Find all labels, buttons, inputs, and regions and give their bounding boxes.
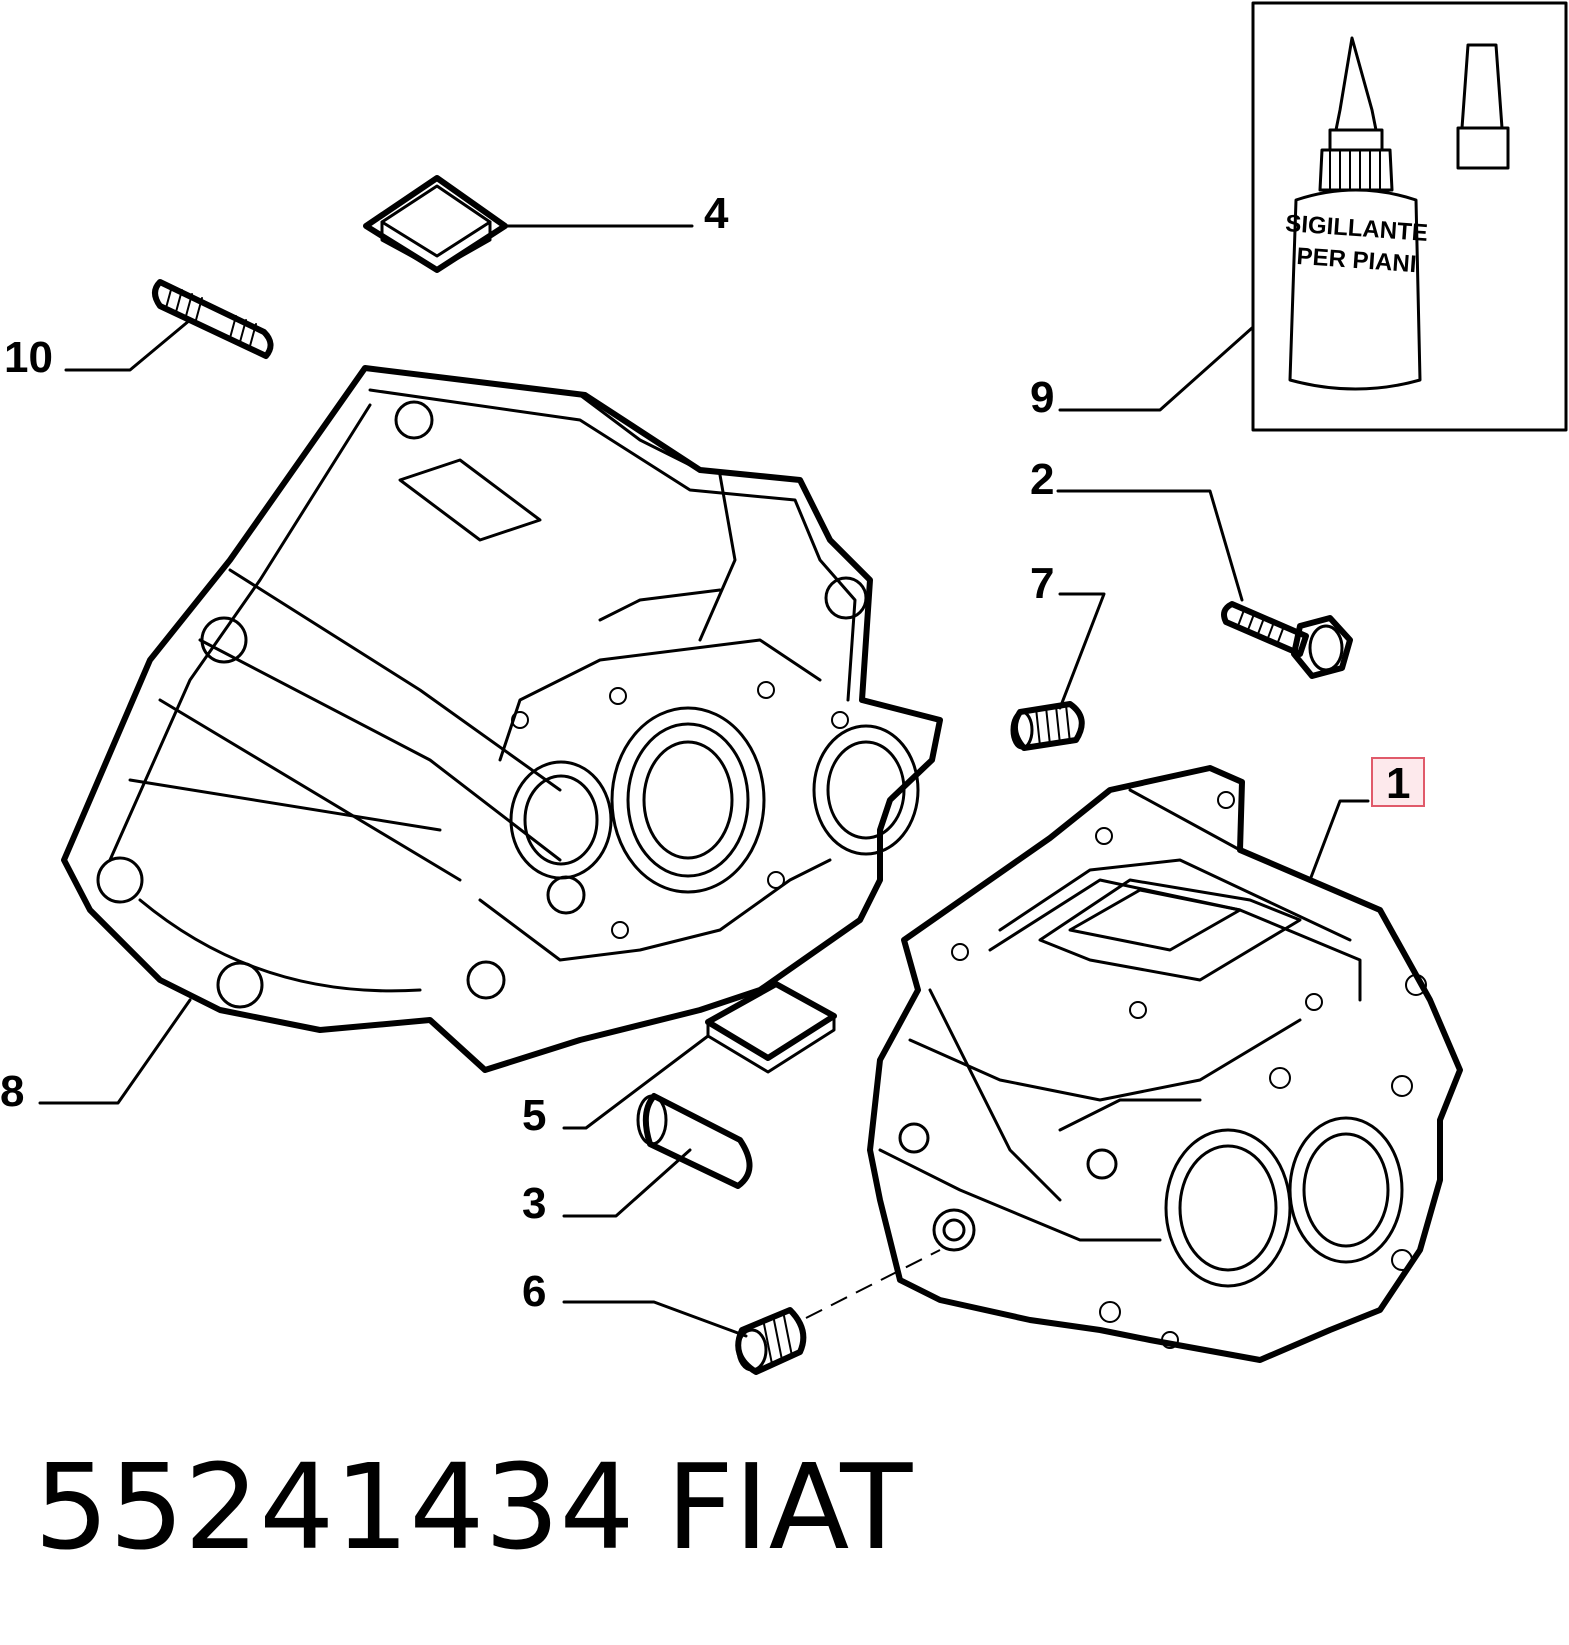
callout-4-label[interactable]: 4 (704, 189, 729, 238)
bottle-label-line2: PER PIANI (1296, 243, 1418, 278)
footer-brand: FIAT (666, 1438, 913, 1576)
callout-1-label[interactable]: 1 (1386, 759, 1410, 808)
callout-7-label[interactable]: 7 (1030, 559, 1054, 608)
part-6-plug-icon (735, 1307, 807, 1375)
assembly-center-line (805, 1249, 941, 1319)
part-4-plug-icon (363, 175, 508, 273)
callout-8-label[interactable]: 8 (0, 1067, 24, 1116)
sealant-inset-box: SIGILLANTE PER PIANI (1251, 1, 1568, 432)
part-7-plug-icon (1010, 701, 1085, 751)
bottle-cap-icon (1456, 43, 1510, 170)
sealant-bottle-icon: SIGILLANTE PER PIANI (1284, 36, 1429, 391)
callout-2-label[interactable]: 2 (1030, 455, 1054, 504)
part-2-bolt-icon (1221, 601, 1353, 679)
callout-10-label[interactable]: 10 (4, 333, 53, 382)
callout-6-label[interactable]: 6 (522, 1267, 546, 1316)
part-8-bell-housing-icon (61, 365, 943, 1073)
part-10-stud-icon (152, 279, 274, 359)
callout-3-label[interactable]: 3 (522, 1179, 546, 1228)
part-3-pin-icon (636, 1093, 753, 1189)
footer-part-number: 55241434 (34, 1438, 635, 1576)
part-1-gearbox-housing-icon (867, 765, 1463, 1363)
leader-lines (38, 224, 1370, 1338)
callout-5-label[interactable]: 5 (522, 1091, 546, 1140)
callout-9-label[interactable]: 9 (1030, 373, 1054, 422)
callout-1-highlight (1371, 757, 1425, 807)
part-5-gasket-icon (705, 981, 837, 1074)
bottle-label-line1: SIGILLANTE (1284, 210, 1428, 247)
